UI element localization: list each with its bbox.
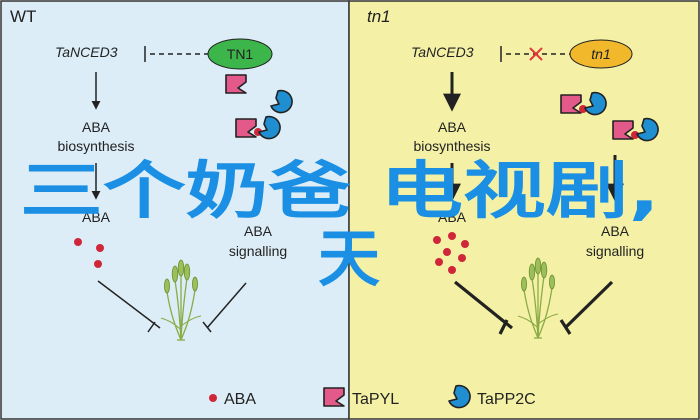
tn1-aba-dot — [448, 232, 456, 240]
wt-biosynthesis-line1: ABA — [82, 119, 111, 135]
tapyl-icon — [323, 387, 345, 407]
tn1-aba-dot — [631, 131, 639, 139]
wt-inhibit-bar-right — [202, 321, 212, 333]
wt-signalling-line1: ABA — [244, 223, 273, 239]
wt-biosynthesis-line2: biosynthesis — [57, 138, 134, 154]
tapyl-icon — [225, 74, 247, 94]
wt-aba-product-label: ABA — [82, 209, 111, 225]
wt-inhibit-line-right — [206, 282, 247, 329]
tn1-inhibit-bar-right — [559, 319, 572, 335]
legend-tapyl-label: TaPYL — [352, 391, 399, 408]
legend-aba-label: ABA — [224, 391, 256, 408]
tn1-aba-dot — [433, 236, 441, 244]
tn1-aba-dot — [458, 254, 466, 262]
overlay-caption-line2: 天 — [318, 222, 380, 295]
tn1-gene-label: TaNCED3 — [411, 44, 474, 60]
wt-inhibit-bar-left — [147, 321, 156, 333]
tn1-aba-dot — [448, 266, 456, 274]
overlay-caption-line1: 三个奶爸 电视剧, — [20, 154, 660, 227]
wt-signalling-line2: signalling — [229, 243, 287, 259]
wt-aba-dot — [74, 238, 82, 246]
wt-aba-dot — [94, 260, 102, 268]
tn1-inhibit-line-right — [563, 280, 614, 330]
tn1-aba-dot — [443, 248, 451, 256]
x-mark-icon — [529, 47, 543, 61]
tn1-aba-dot — [435, 258, 443, 266]
tn1-inhibit-bar-left — [498, 319, 509, 335]
tn1-signalling-line2: signalling — [586, 243, 644, 259]
wt-panel-title: WT — [10, 7, 36, 26]
tn1-aba-dot — [461, 240, 469, 248]
tn1-biosynthesis-line1: ABA — [438, 119, 467, 135]
tn1-inhibit-line-left — [453, 280, 514, 330]
tn1-aba-product-label: ABA — [438, 209, 467, 225]
wt-panel — [0, 0, 350, 420]
tapyl-icon — [235, 118, 257, 138]
tn1-biosynthesis-line2: biosynthesis — [413, 138, 490, 154]
wt-gene-label: TaNCED3 — [55, 44, 118, 60]
wt-tn1-protein-label: TN1 — [227, 46, 254, 62]
tn1-panel-title: tn1 — [367, 7, 391, 26]
wt-tn1-protein — [207, 38, 273, 70]
wt-inhibit-line-left — [97, 280, 161, 329]
tn1-signalling-line1: ABA — [601, 223, 630, 239]
tapyl-icon — [560, 94, 582, 114]
wt-aba-dot — [96, 244, 104, 252]
tn1-aba-dot — [579, 105, 587, 113]
tn1-mutant-protein-label: tn1 — [591, 46, 610, 62]
legend-tapp2c-label: TaPP2C — [477, 391, 536, 408]
legend-aba-dot — [209, 394, 217, 402]
tn1-mutant-protein — [569, 39, 633, 69]
tapyl-icon — [612, 120, 634, 140]
tn1-panel — [348, 0, 700, 420]
